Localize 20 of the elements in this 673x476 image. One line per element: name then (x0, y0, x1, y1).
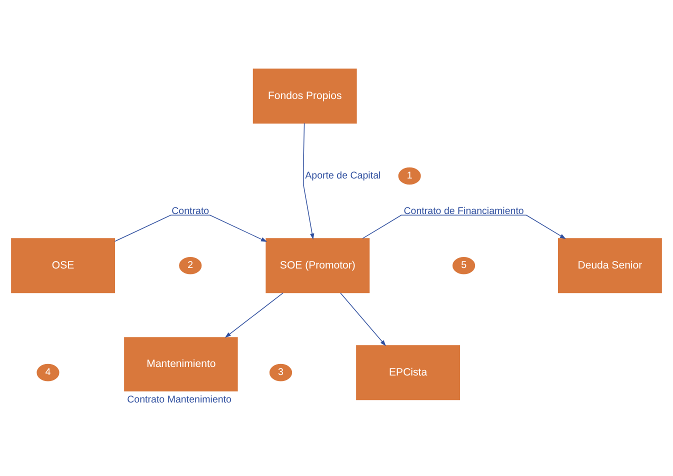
node-box: SOE (Promotor) (266, 238, 370, 293)
arrow (114, 214, 268, 242)
node-ellipse: 2 (179, 256, 202, 274)
node-ellipse: 3 (269, 363, 292, 381)
edge-label: Contrato de Financiamiento (404, 205, 524, 216)
arrow (302, 122, 314, 240)
node-box: Mantenimiento (124, 336, 238, 391)
node-box: EPCista (356, 344, 460, 400)
node-box: Fondos Propios (252, 68, 357, 124)
node-ellipse: 4 (36, 363, 60, 381)
node-ellipse: 5 (452, 256, 476, 274)
node-box: OSE (11, 238, 116, 293)
node-label: Contrato Mantenimiento (127, 394, 232, 405)
arrow (224, 292, 284, 338)
edge-label: Contrato (172, 205, 210, 216)
arrow (340, 292, 386, 346)
node-ellipse: 1 (398, 166, 421, 184)
edge-label: Aporte de Capital (305, 170, 381, 182)
arrow (362, 214, 566, 239)
node-box: Deuda Senior (558, 238, 662, 293)
